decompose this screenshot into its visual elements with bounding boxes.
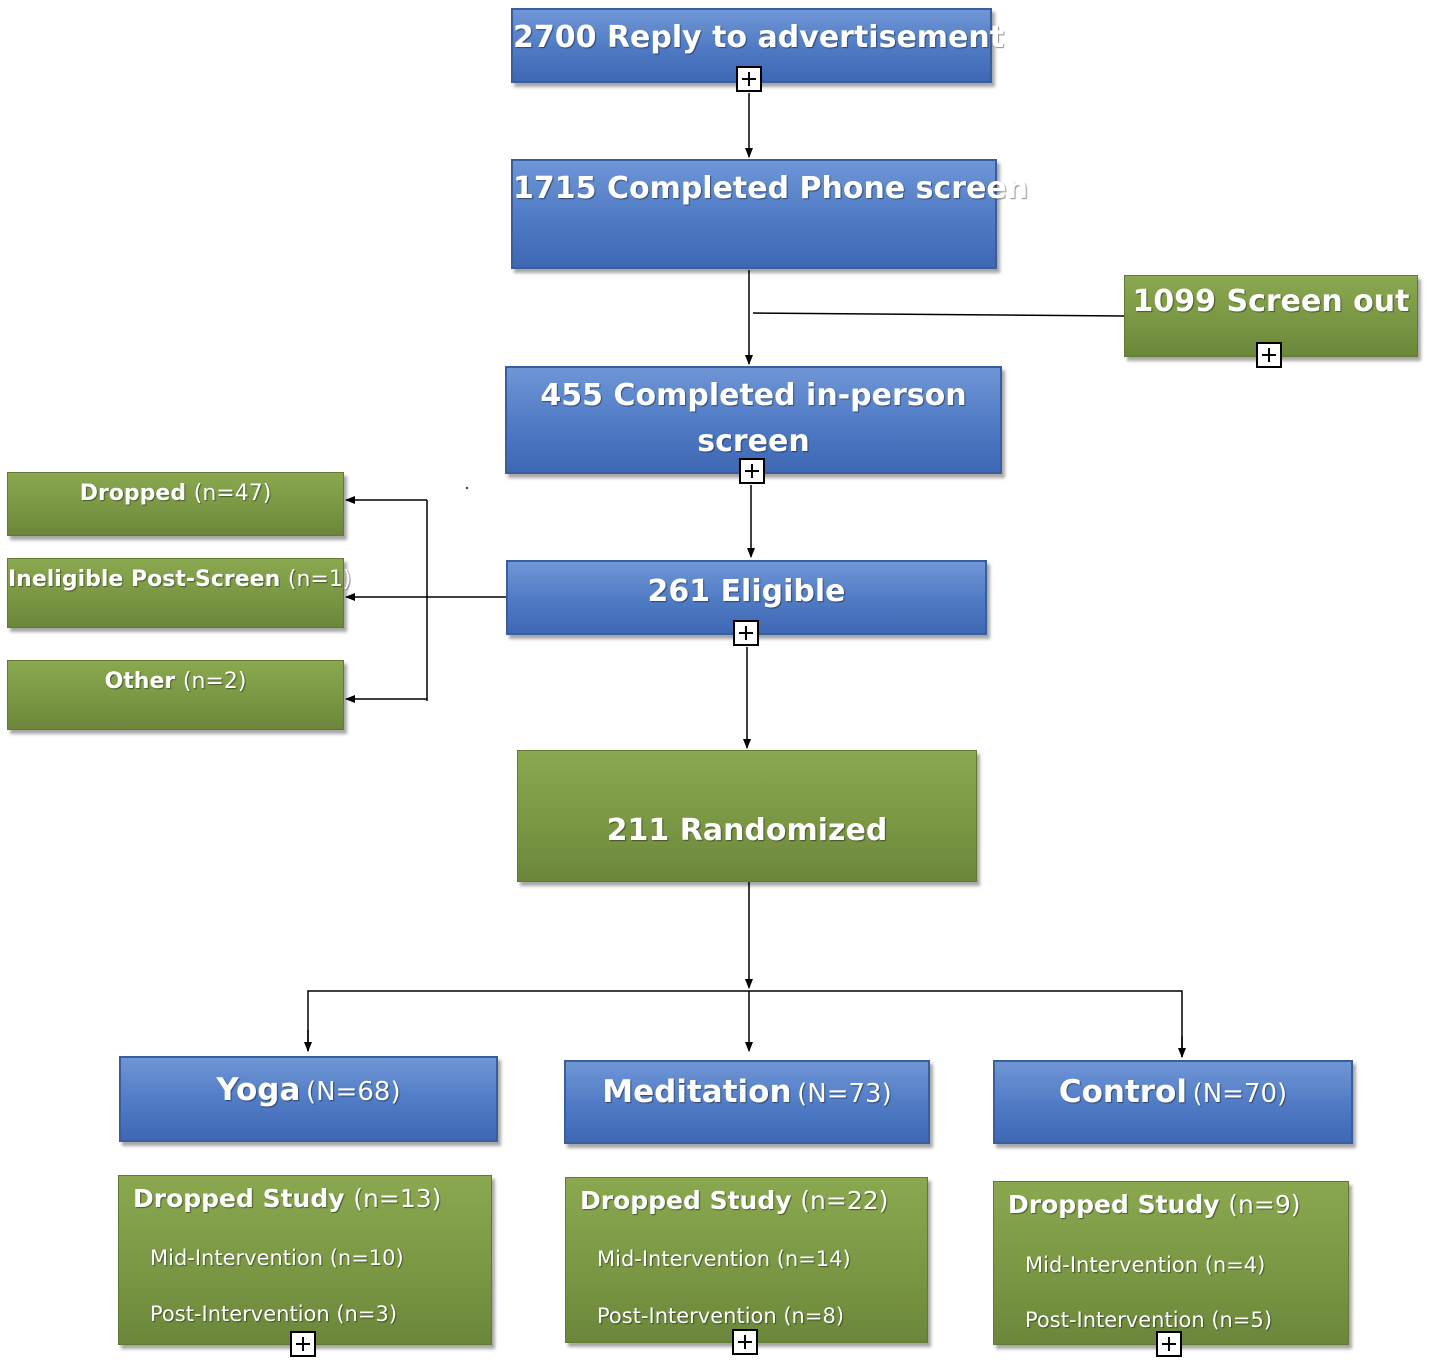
ineligible-label: Ineligible Post-Screen [8,567,281,592]
randomized-label: 211 Randomized [606,813,888,848]
ineligible-post-screen-box: Ineligible Post-Screen (n=1) [7,558,351,628]
expand-icon[interactable] [739,458,765,484]
arm-meditation-name: Meditation [602,1074,792,1110]
randomized-box: 211 Randomized [517,750,977,882]
arm-yoga-count: (N=68) [305,1077,401,1107]
dropped-count: (n=47) [193,481,272,506]
dropped-box: Dropped (n=47) [7,472,344,536]
arm-yoga-dropped-label: Dropped Study [133,1184,345,1213]
arm-control-dropped-count: (n=9) [1228,1190,1301,1219]
completed-in-person-label-line1: 455 Completed in-person [540,378,967,413]
completed-phone-screen-label: 1715 Completed Phone screen [513,171,1029,206]
dropped-label: Dropped [79,481,187,506]
arm-control-post-intervention: Post-Intervention (n=5) [1025,1308,1273,1332]
arm-meditation-dropped-count: (n=22) [800,1186,889,1215]
screen-out-label: 1099 Screen out [1132,284,1410,319]
expand-icon[interactable] [1256,342,1282,368]
arm-meditation-dropped-box: Dropped Study (n=22) Mid-Intervention (n… [565,1177,928,1343]
arm-control-count: (N=70) [1192,1079,1288,1109]
other-label: Other [104,669,176,694]
expand-icon[interactable] [290,1331,316,1357]
arm-yoga-dropped-box: Dropped Study (n=13) Mid-Intervention (n… [118,1175,492,1345]
arm-meditation-post-intervention: Post-Intervention (n=8) [597,1304,845,1328]
completed-in-person-label-line2: screen [697,424,810,459]
arm-meditation-dropped-label: Dropped Study [580,1186,792,1215]
other-count: (n=2) [182,669,247,694]
arm-meditation-box: Meditation (N=73) [564,1060,930,1144]
expand-icon[interactable] [732,1329,758,1355]
other-box: Other (n=2) [7,660,344,730]
arm-yoga-dropped-count: (n=13) [353,1184,442,1213]
arm-control-mid-intervention: Mid-Intervention (n=4) [1025,1253,1266,1277]
arm-control-dropped-label: Dropped Study [1008,1190,1220,1219]
arm-meditation-mid-intervention: Mid-Intervention (n=14) [597,1247,851,1271]
eligible-box: 261 Eligible [506,560,987,635]
reply-to-advertisement-label: 2700 Reply to advertisement [513,20,1005,55]
arm-yoga-name: Yoga [216,1072,301,1108]
eligible-label: 261 Eligible [647,574,846,609]
expand-icon[interactable] [736,66,762,92]
expand-icon[interactable] [1156,1331,1182,1357]
arm-yoga-post-intervention: Post-Intervention (n=3) [150,1302,398,1326]
completed-in-person-screen-box: 455 Completed in-person screen [505,366,1002,474]
arm-yoga-box: Yoga (N=68) [119,1056,498,1142]
ineligible-count: (n=1) [287,567,352,592]
arm-control-name: Control [1058,1074,1187,1110]
arm-control-dropped-box: Dropped Study (n=9) Mid-Intervention (n=… [993,1181,1349,1345]
arm-yoga-mid-intervention: Mid-Intervention (n=10) [150,1246,404,1270]
arm-meditation-count: (N=73) [797,1079,892,1109]
arm-control-box: Control (N=70) [993,1060,1353,1144]
completed-phone-screen-box: 1715 Completed Phone screen [511,159,1029,269]
expand-icon[interactable] [733,620,759,646]
